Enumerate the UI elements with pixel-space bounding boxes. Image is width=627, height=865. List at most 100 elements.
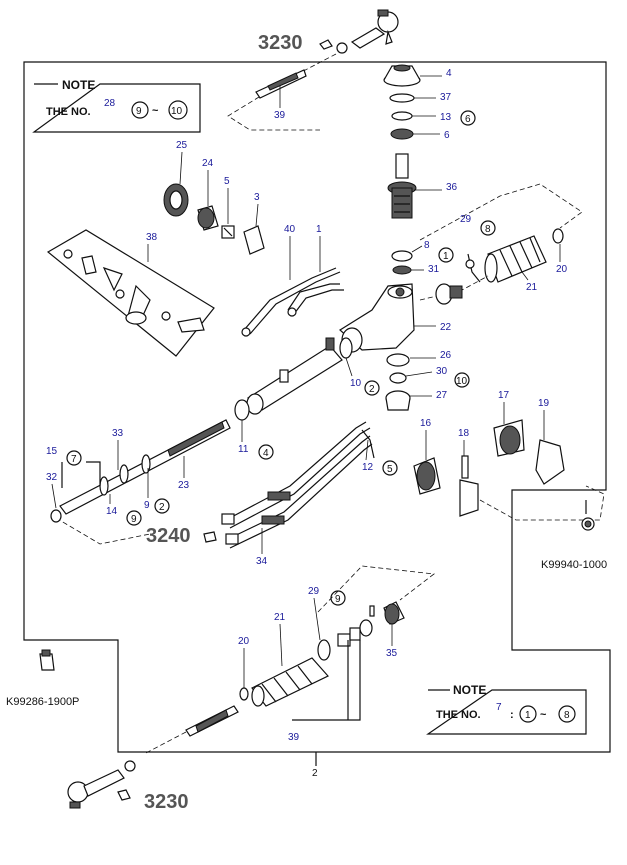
assembly-boundary <box>23 61 611 753</box>
callout-8: 8 <box>424 240 430 251</box>
note-top-title: NOTE <box>62 78 95 92</box>
boot-clip-29-bottom <box>317 639 331 661</box>
note-top-text: THE NO. <box>46 106 91 118</box>
callout-17: 17 <box>498 390 510 401</box>
steering-rack-23 <box>59 419 231 515</box>
ref-top: 3230 <box>258 32 303 54</box>
rack-end-fitting <box>435 283 463 305</box>
callout-31: 31 <box>428 264 440 275</box>
bracket-19 <box>535 439 565 485</box>
callout-14: 14 <box>106 506 118 517</box>
callout-3: 3 <box>254 192 260 203</box>
circled-8: 8 <box>485 224 491 235</box>
leader-39-bottom <box>292 640 361 721</box>
callout-33: 33 <box>112 428 124 439</box>
callout-24: 24 <box>202 158 214 169</box>
circled-9-bottom: 9 <box>335 594 341 605</box>
end-plug-35 <box>383 601 405 625</box>
inner-tie-rod-bottom <box>185 705 239 737</box>
callout-30: 30 <box>436 366 448 377</box>
yoke-plug-27 <box>385 390 411 411</box>
callout-40: 40 <box>284 224 296 235</box>
part-code-right: K99940-1000 <box>541 559 607 571</box>
tie-rod-end-top <box>319 9 399 54</box>
note-box-bottom: NOTE THE NO. 7 : 1 ~ 8 <box>426 683 587 735</box>
bushing-5 <box>221 225 235 239</box>
note-bottom-range-end: 8 <box>564 710 570 721</box>
ref-bottom: 3230 <box>144 791 189 813</box>
part-code-left: K99286-1900P <box>6 696 79 708</box>
note-top-range-sep: ~ <box>152 105 159 117</box>
pressure-lines-34 <box>221 421 373 549</box>
spring-26 <box>386 353 410 367</box>
leader-7 <box>86 461 101 486</box>
dashed-bracket <box>479 485 605 521</box>
boot-21-top <box>484 235 547 283</box>
callout-29-top: 29 <box>460 214 472 225</box>
callout-15: 15 <box>46 446 58 457</box>
tie-rod-end-bottom <box>67 760 136 809</box>
callout-2: 2 <box>312 768 318 779</box>
callout-12: 12 <box>362 462 374 473</box>
mount-bushing-25 <box>163 183 189 217</box>
callout-22: 22 <box>440 322 452 333</box>
boot-clip-29-top <box>465 253 481 283</box>
tie-rod-dashed-top <box>227 53 337 131</box>
clamp-20-bottom <box>239 687 249 701</box>
callout-10: 10 <box>350 378 362 389</box>
callout-20-bottom: 20 <box>238 636 250 647</box>
circled-9-left: 9 <box>131 514 137 525</box>
circled-4: 4 <box>263 448 269 459</box>
callout-5: 5 <box>224 176 230 187</box>
note-bottom-ref: 7 <box>496 702 502 713</box>
note-top-range-end: 10 <box>171 106 183 117</box>
bushing-16 <box>413 457 441 495</box>
callout-32: 32 <box>46 472 58 483</box>
bushing-17 <box>493 419 525 457</box>
note-bottom-range-sep: ~ <box>540 709 547 721</box>
rack-tube <box>246 337 343 415</box>
callout-18: 18 <box>458 428 470 439</box>
circled-10: 10 <box>456 376 468 387</box>
bearing-8 <box>391 250 413 262</box>
oil-seal-6 <box>390 128 414 140</box>
callout-26: 26 <box>440 350 452 361</box>
callout-19: 19 <box>538 398 550 409</box>
clamp-20-top <box>552 228 564 244</box>
callout-11: 11 <box>238 444 249 455</box>
callout-13: 13 <box>440 112 452 123</box>
nut-k99940 <box>581 517 595 531</box>
callout-25: 25 <box>176 140 188 151</box>
bracket-group-38 <box>46 229 215 357</box>
note-box-top: NOTE THE NO. 28 9 ~ 10 <box>32 78 201 133</box>
note-top-range-start: 9 <box>136 106 142 117</box>
dashed-rack-left <box>55 517 151 545</box>
clip-12 <box>361 429 375 459</box>
callout-39-top: 39 <box>274 110 286 121</box>
callout-4: 4 <box>446 68 452 79</box>
circled-6-top: 6 <box>465 114 471 125</box>
callout-36: 36 <box>446 182 458 193</box>
clamp-3 <box>243 225 265 255</box>
note-bottom-colon: : <box>510 709 514 721</box>
note-bottom-title: NOTE <box>453 683 486 697</box>
callout-16: 16 <box>420 418 432 429</box>
callout-39-bottom: 39 <box>288 732 300 743</box>
callout-1: 1 <box>316 224 322 235</box>
note-bottom-text: THE NO. <box>436 709 481 721</box>
bushing-11 <box>234 399 250 421</box>
boot-21-bottom <box>251 657 329 707</box>
inner-tie-rod-top <box>255 69 307 99</box>
callout-34: 34 <box>256 556 268 567</box>
oring-37 <box>389 93 415 103</box>
seal-10 <box>339 337 353 359</box>
callout-38: 38 <box>146 232 158 243</box>
rack-end-bottom <box>337 605 375 647</box>
dashed-tie-rod-bottom <box>143 731 187 755</box>
bolt-k99286 <box>39 649 55 671</box>
callout-21-bottom: 21 <box>274 612 286 623</box>
callout-6: 6 <box>444 130 450 141</box>
callout-29-bottom: 29 <box>308 586 320 597</box>
circled-2-b: 2 <box>369 384 375 395</box>
